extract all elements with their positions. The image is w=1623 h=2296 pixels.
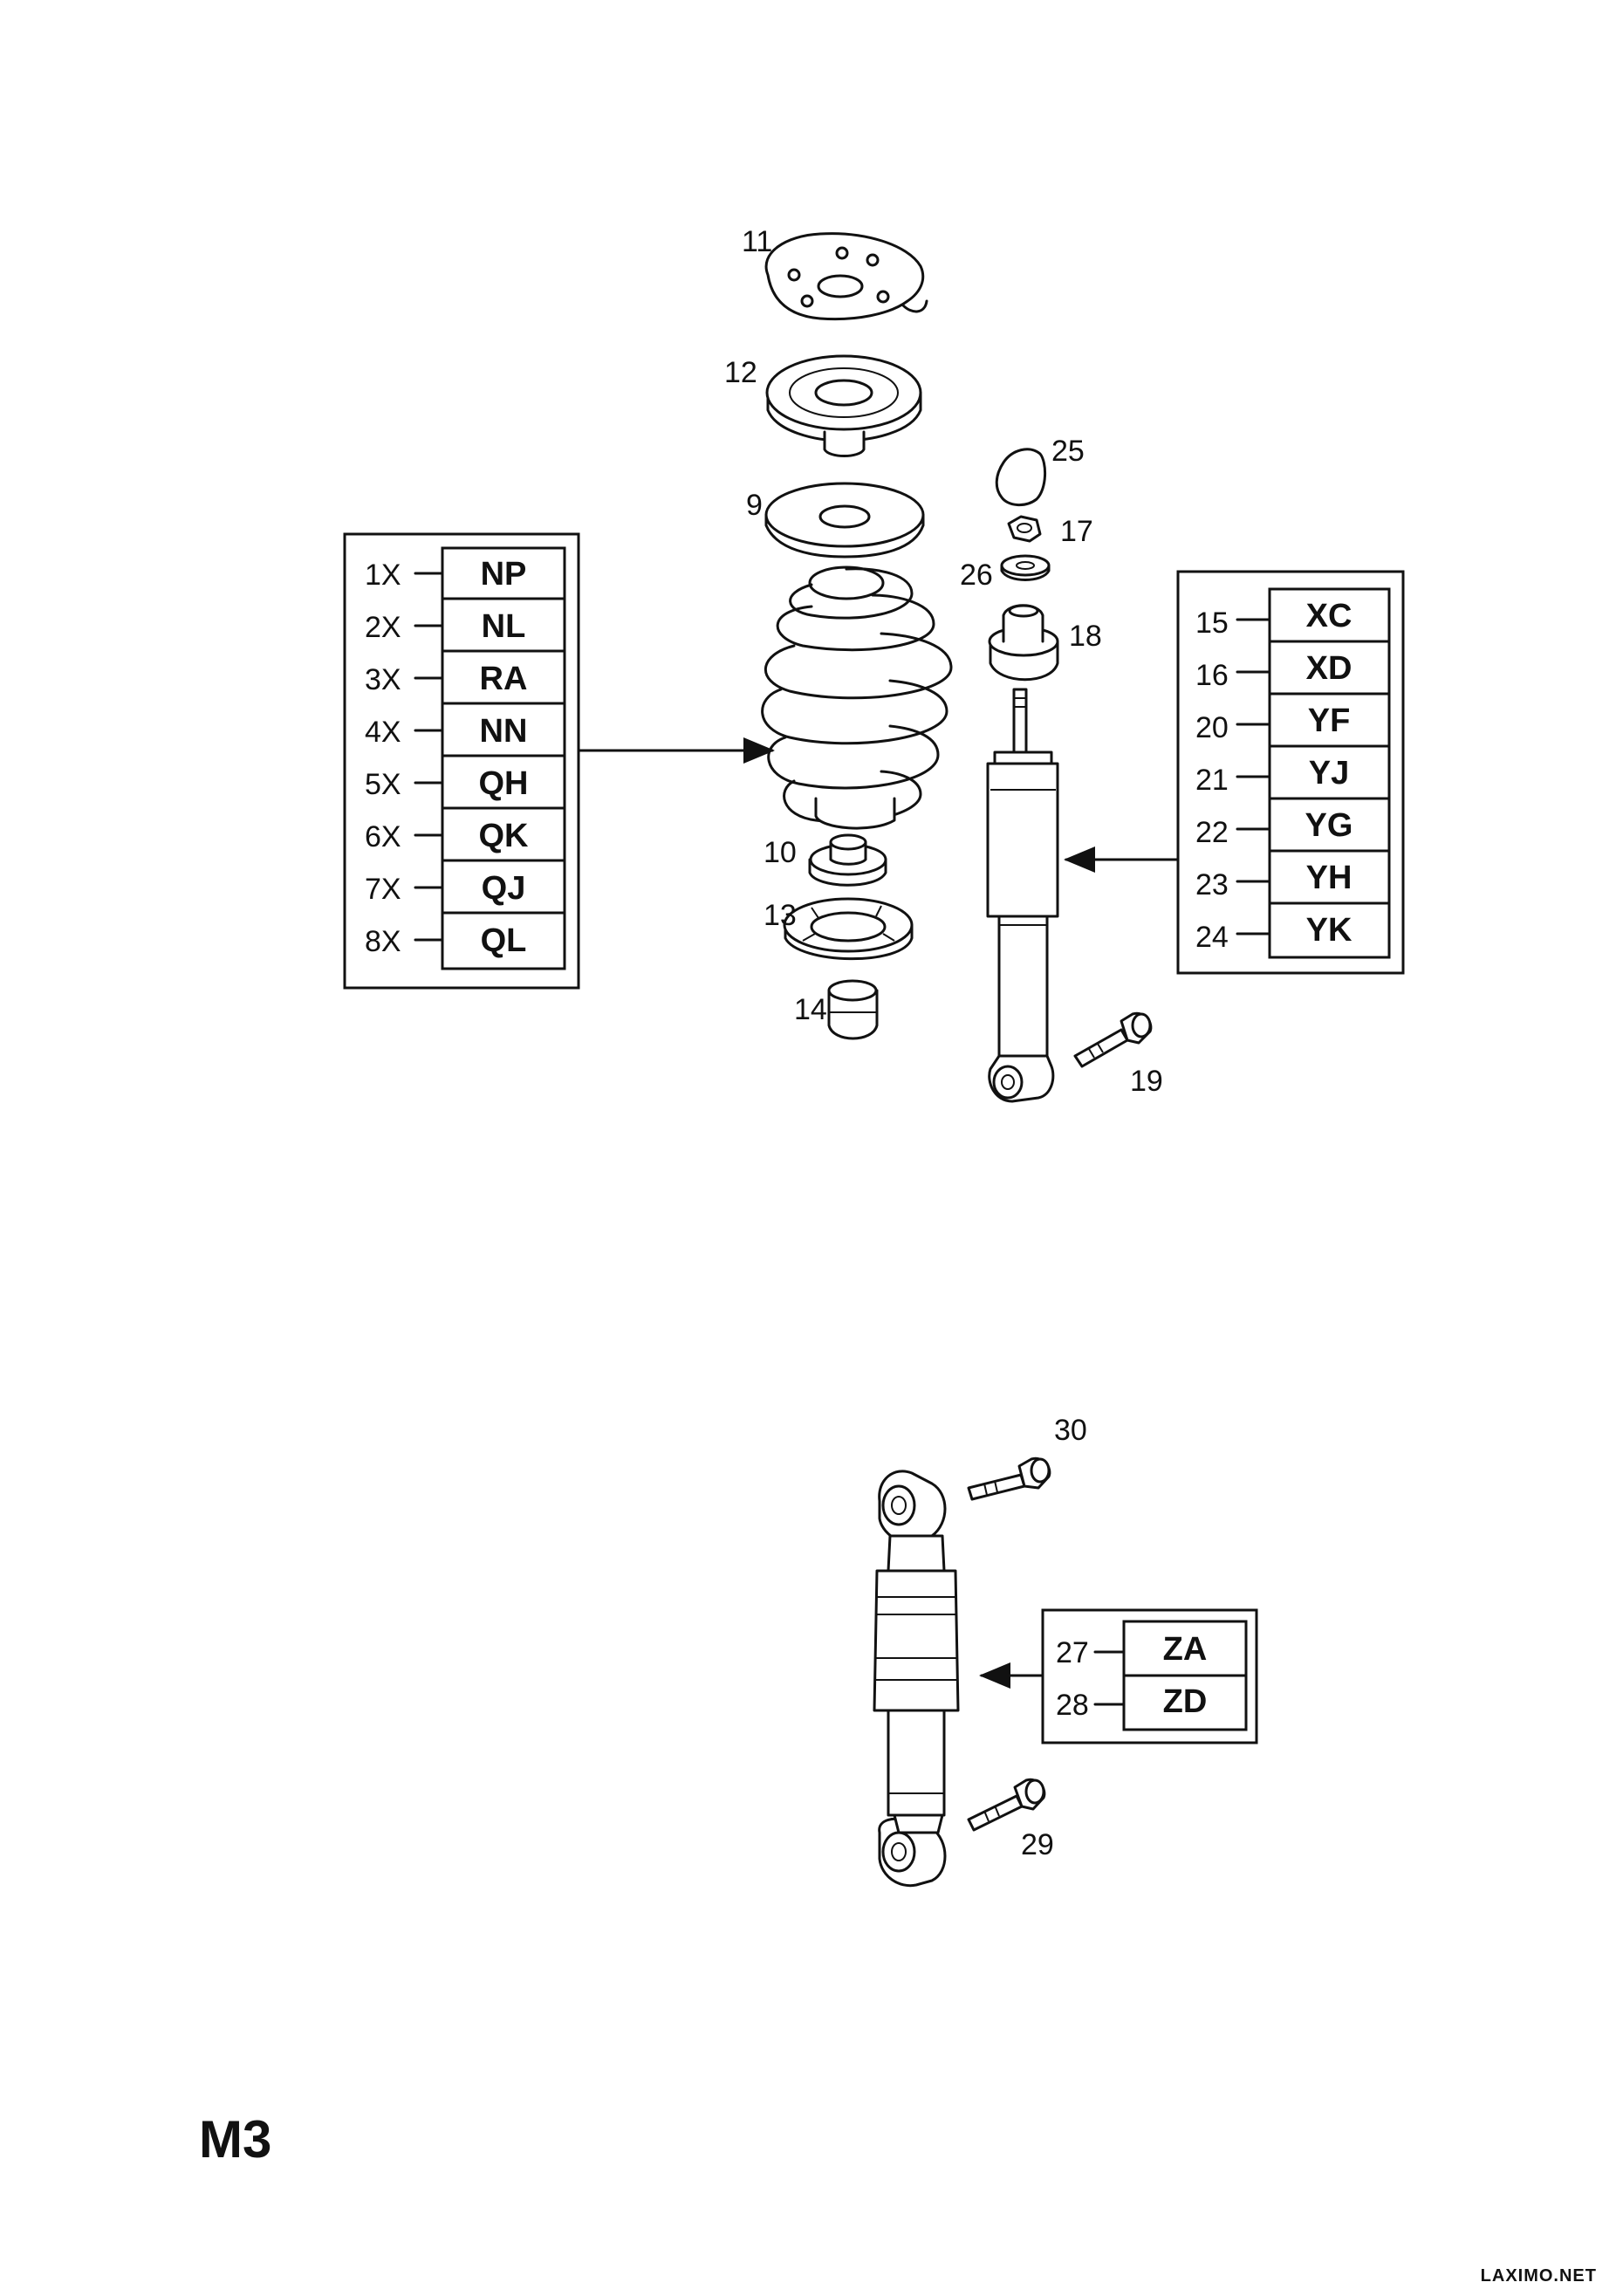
strut-bearing [765,354,922,457]
callout-30: 30 [1054,1414,1087,1447]
table-row: 5X QH [365,754,566,810]
code-cell: QL [481,922,527,959]
code-cell: XC [1306,598,1352,634]
dust-cap [995,448,1046,506]
top-mount-plate [764,232,928,321]
callout-13: 13 [764,899,797,932]
code-cell: YK [1306,912,1352,949]
code-cell: QH [479,765,529,802]
table-row: 15 XC [1195,587,1391,643]
table-row: 22 YG [1195,797,1391,853]
table-row: 28 ZD [1056,1674,1248,1731]
callout-14: 14 [794,993,827,1026]
qty-label: 4X [365,716,401,749]
front-shock-code-table: 15 XC 16 XD 20 YF 21 YJ 22 YG [1176,570,1405,975]
bolt-19 [1073,1011,1153,1068]
coil-spring [761,565,953,830]
rear-shock-absorber [873,1470,960,1888]
page-label: M3 [199,2110,271,2169]
code-cell: ZD [1163,1683,1208,1720]
callout-17: 17 [1060,515,1093,548]
spring-code-table: 1X NP 2X NL 3X RA 4X NN 5X QH [343,532,580,990]
code-cell: RA [480,661,528,697]
qty-label: 6X [365,820,401,853]
table-row: 16 XD [1195,640,1391,696]
callout-18: 18 [1069,620,1102,653]
code-cell: YH [1306,860,1352,896]
qty-label: 8X [365,925,401,958]
spring-lower-seat [808,833,887,887]
callout-9: 9 [746,489,763,522]
table-row: 2X NL [365,597,566,653]
front-shock-absorber [986,688,1059,1103]
table-row: 3X RA [365,649,566,705]
rear-shock-code-table: 27 ZA 28 ZD [1041,1608,1258,1744]
code-cell: QJ [482,870,526,907]
code-cell: YF [1308,703,1351,739]
qty-label: 3X [365,663,401,696]
table-row: 4X NN [365,702,566,757]
code-cell: ZA [1163,1631,1208,1668]
ref-label: 22 [1195,816,1229,849]
ref-label: 28 [1056,1689,1089,1722]
code-cell: QK [479,818,530,854]
table-row: 21 YJ [1195,744,1391,800]
watermark: LAXIMO.NET [1481,2266,1597,2286]
callout-26: 26 [960,559,993,592]
ref-label: 24 [1195,921,1229,954]
code-cell: NN [480,713,528,750]
code-cell: YG [1305,807,1353,844]
small-washer [1000,554,1051,581]
code-cell: YJ [1309,755,1349,792]
ref-label: 23 [1195,868,1229,901]
callout-25: 25 [1051,435,1085,468]
bolt-29 [967,1778,1046,1832]
table-row: 24 YK [1195,901,1391,959]
nut [1007,515,1042,543]
table-row: 1X NP [365,546,566,600]
spring-pad [783,897,914,961]
callout-12: 12 [724,356,757,389]
callout-29: 29 [1021,1828,1054,1861]
bump-stop [827,979,879,1040]
table-row: 27 ZA [1056,1620,1248,1677]
callout-19: 19 [1130,1065,1163,1098]
code-cell: XD [1306,650,1352,687]
rubber-mount [988,604,1059,682]
table-row: 7X QJ [365,859,566,915]
ref-label: 15 [1195,607,1229,640]
qty-label: 1X [365,559,401,592]
ref-label: 20 [1195,711,1229,744]
qty-label: 7X [365,873,401,906]
code-cell: NL [482,608,526,645]
ref-label: 16 [1195,659,1229,692]
table-row: 20 YF [1195,692,1391,748]
bolt-30 [967,1456,1051,1501]
callout-11: 11 [742,225,772,258]
qty-label: 2X [365,611,401,644]
code-cell: NP [481,556,527,593]
table-row: 6X QK [365,806,566,862]
table-row: 23 YH [1195,849,1391,905]
spring-seat-washer [764,482,925,559]
ref-label: 21 [1195,764,1229,797]
callout-10: 10 [764,836,797,869]
qty-label: 5X [365,768,401,801]
table-row: 8X QL [365,911,566,970]
ref-label: 27 [1056,1636,1089,1669]
